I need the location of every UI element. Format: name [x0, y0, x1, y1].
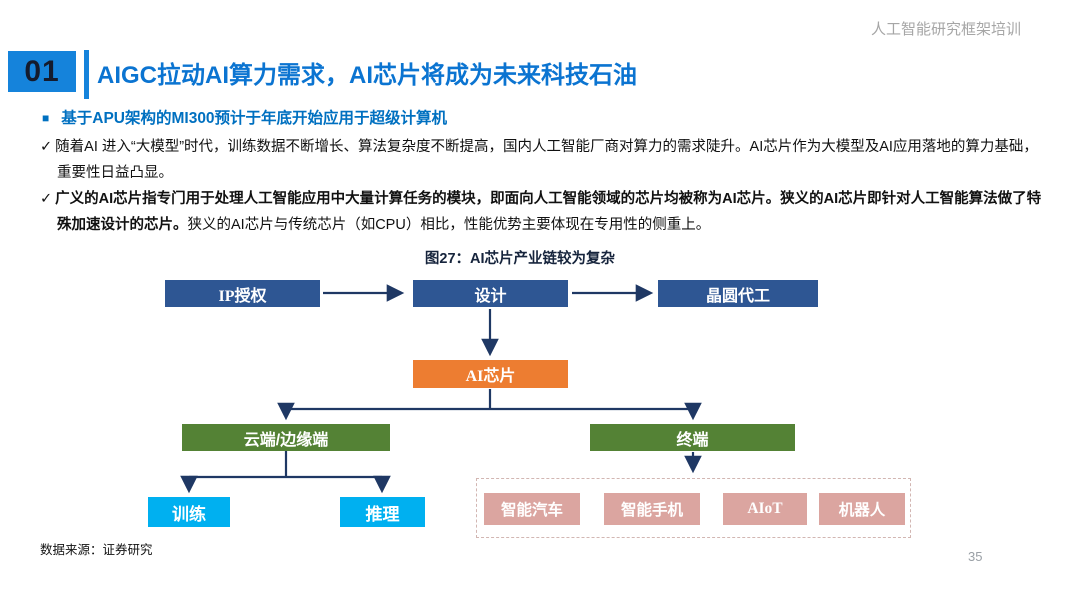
node-ai-chip: AI芯片	[413, 360, 568, 388]
check-icon: ✓	[40, 139, 53, 155]
data-source-note: 数据来源：证券研究	[40, 543, 153, 557]
title-divider-bar	[84, 50, 89, 99]
node-foundry: 晶圆代工	[658, 280, 818, 307]
node-ip-licensing: IP授权	[165, 280, 320, 307]
chapter-number: 01	[24, 54, 60, 88]
node-training: 训练	[148, 497, 230, 527]
square-bullet-icon: ■	[42, 111, 50, 125]
blue-heading: ■ 基于APU架构的MI300预计于年底开始应用于超级计算机	[42, 106, 447, 128]
node-cloud-edge: 云端/边缘端	[182, 424, 390, 451]
bullet-point-2-bold: 广义的AI芯片指专门用于处理人工智能应用中大量计算任务的模块，即面向人工智能领域…	[55, 191, 1042, 233]
node-smart-car: 智能汽车	[484, 493, 580, 525]
node-design: 设计	[413, 280, 568, 307]
page-title: AIGC拉动AI算力需求，AI芯片将成为未来科技石油	[97, 62, 637, 89]
corner-note: 人工智能研究框架培训	[870, 21, 1021, 38]
bullet-point-1-text: 随着AI 进入“大模型”时代，训练数据不断增长、算法复杂度不断提高，国内人工智能…	[55, 139, 1038, 181]
node-aiot: AIoT	[723, 493, 807, 525]
bullet-point-1: ✓随着AI 进入“大模型”时代，训练数据不断增长、算法复杂度不断提高，国内人工智…	[40, 134, 1052, 186]
node-robot: 机器人	[819, 493, 905, 525]
node-terminal: 终端	[590, 424, 795, 451]
figure-caption: 图27：AI芯片产业链较为复杂	[424, 251, 616, 267]
bullet-point-2-regular: 狭义的AI芯片与传统芯片（如CPU）相比，性能优势主要体现在专用性的侧重上。	[187, 217, 711, 233]
chapter-number-box: 01	[8, 51, 76, 92]
bullet-point-2: ✓广义的AI芯片指专门用于处理人工智能应用中大量计算任务的模块，即面向人工智能领…	[40, 186, 1052, 238]
blue-heading-text: 基于APU架构的MI300预计于年底开始应用于超级计算机	[61, 110, 448, 127]
node-smart-phone: 智能手机	[604, 493, 700, 525]
page-number: 35	[968, 549, 983, 564]
check-icon: ✓	[40, 191, 53, 207]
node-inference: 推理	[340, 497, 425, 527]
